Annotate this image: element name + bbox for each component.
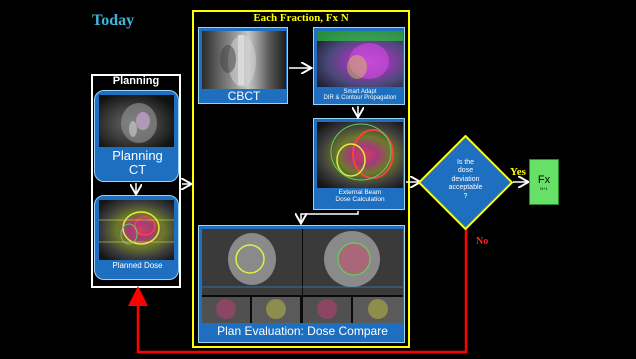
next-fraction-box: Fx N+1 [529, 159, 559, 205]
external-beam-to-plan-eval-arrow [301, 211, 358, 222]
next-fraction-label: Fx [530, 174, 558, 186]
decision-question-5: ? [418, 193, 513, 201]
no-feedback-arrow [138, 229, 466, 352]
yes-label: Yes [510, 166, 526, 178]
decision-question-1: Is the [418, 159, 513, 167]
decision-question-2: dose [418, 167, 513, 175]
next-fraction-sub: N+1 [530, 186, 558, 191]
no-label: No [476, 236, 488, 247]
decision-question-4: acceptable [418, 184, 513, 192]
decision-question-3: deviation [418, 176, 513, 184]
dose-deviation-decision: Is the dose deviation acceptable ? [418, 135, 513, 230]
